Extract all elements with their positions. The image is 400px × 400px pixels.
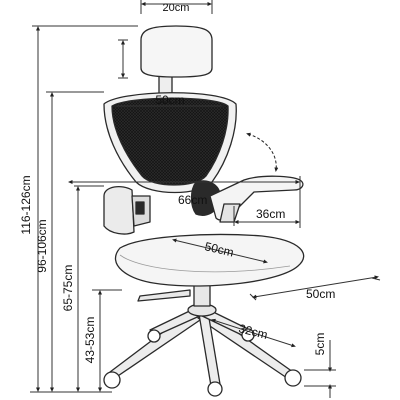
label-armrest-length: 36cm (256, 207, 285, 221)
label-total-height: 116-126cm (19, 175, 33, 234)
label-seat-width: 50cm (203, 239, 235, 259)
dim-seat-width (172, 238, 268, 264)
headrest (140, 25, 213, 78)
dim-seat-depth (252, 275, 379, 299)
label-armrest-reach: 66cm (178, 193, 207, 207)
label-back-width: 50cm (155, 93, 184, 107)
armrest-rotate-arc (246, 132, 279, 172)
label-caster-height: 5cm (313, 333, 327, 356)
label-back-height: 96-106cm (35, 219, 49, 272)
height-lever (137, 289, 191, 302)
label-seat-depth: 50cm (306, 287, 335, 301)
label-armrest-height: 65-75cm (61, 265, 75, 312)
label-base-radius: 32cm (237, 321, 269, 342)
armrest-left (103, 185, 135, 235)
label-top-width: 20cm (163, 2, 190, 14)
dim-base-radius (211, 318, 296, 348)
label-seat-height: 43-53cm (83, 317, 97, 364)
base-star (109, 303, 294, 393)
backrest-mesh (111, 97, 229, 186)
